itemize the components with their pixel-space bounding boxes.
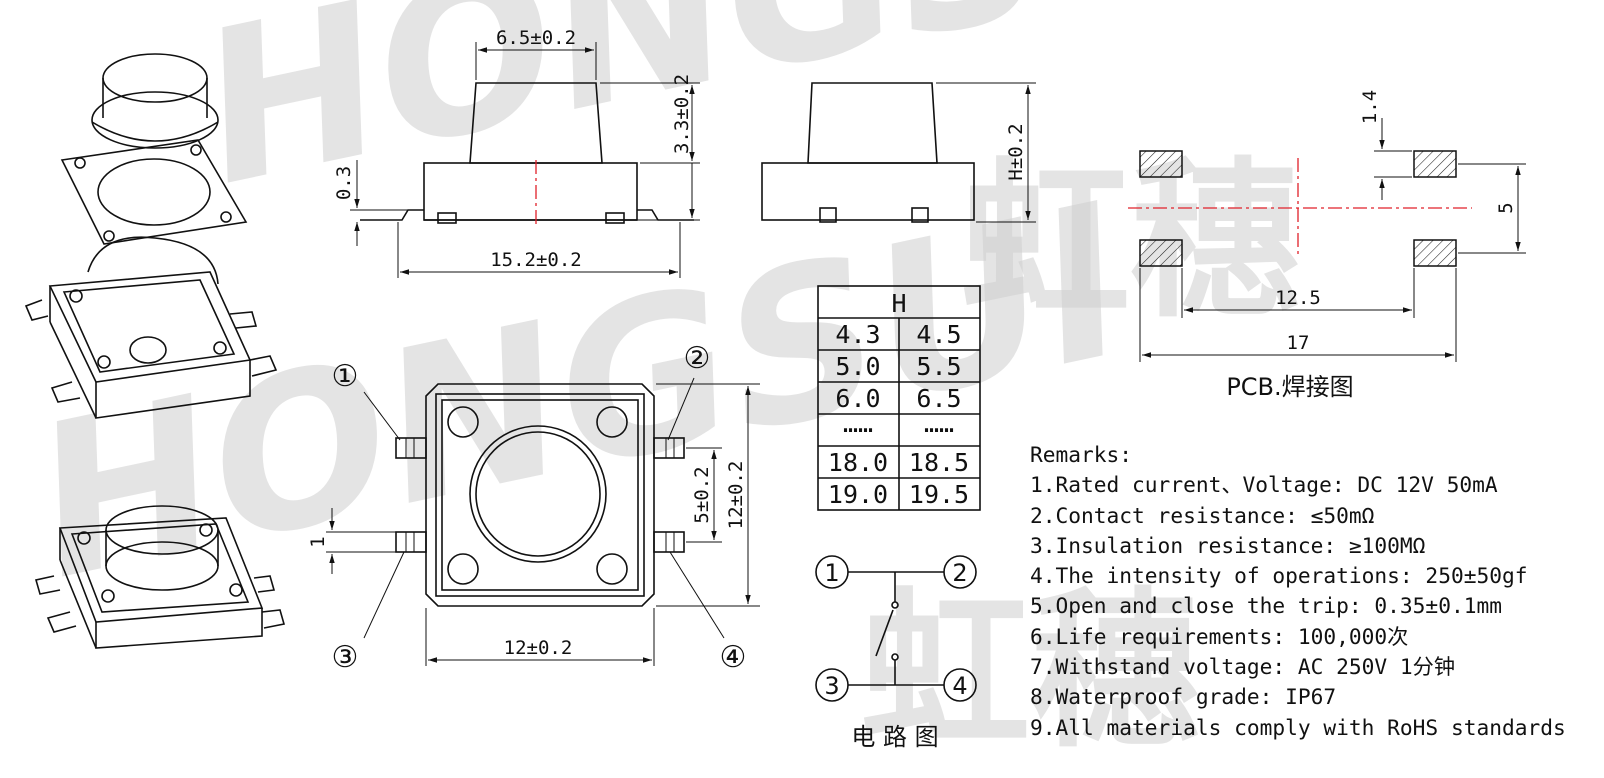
remark-item: 3.Insulation resistance: ≥100MΩ [1030,532,1426,558]
remark-item: 5.Open and close the trip: 0.35±0.1mm [1030,593,1502,619]
table-cell: 4.3 [835,320,880,349]
exploded-view-illustration [24,53,286,649]
pcb-dim-outer-span: 17 [1287,332,1310,354]
circuit-node-2: 2 [952,559,967,587]
circuit-caption: 电 路 图 [851,723,938,751]
pcb-layout: 1.4 5 12.5 17 PCB.焊接图 [1128,90,1526,401]
dim-total-width: 15.2±0.2 [490,249,582,271]
table-cell: 5.5 [916,352,961,381]
table-cell: 4.5 [916,320,961,349]
table-cell: 18.0 [828,448,888,477]
dim-body-width: 12±0.2 [504,637,573,659]
table-cell: 18.5 [909,448,969,477]
remark-item: 6.Life requirements: 100,000次 [1030,623,1409,649]
side-view: 6.5±0.2 3.3±0.2 0.3 15.2±0.2 [333,27,700,278]
dim-cap-height: 3.3±0.2 [671,74,693,154]
remark-item: 7.Withstand voltage: AC 250V 1分钟 [1030,654,1456,680]
dim-height: H±0.2 [1005,123,1027,180]
table-cell: 19.0 [828,480,888,509]
dim-top-width: 6.5±0.2 [496,27,576,49]
table-cell: 6.5 [916,384,961,413]
circuit-node-3: 3 [824,672,839,700]
table-cell: …… [924,409,954,438]
table-cell: 19.5 [909,480,969,509]
pin-label-1: ① [332,359,359,394]
circuit-node-4: 4 [952,672,967,700]
remark-item: 2.Contact resistance: ≤50mΩ [1030,502,1375,528]
pin-label-2: ② [684,341,711,376]
pcb-dim-pad-height: 1.4 [1359,90,1381,124]
remark-item: 9.All materials comply with RoHS standar… [1030,714,1566,740]
pcb-dim-inner-span: 12.5 [1275,287,1321,309]
pin-label-3: ③ [332,640,359,675]
remark-item: 8.Waterproof grade: IP67 [1030,684,1337,710]
dim-body-height: 12±0.2 [725,461,747,530]
remarks-block: Remarks: 1.Rated current、Voltage: DC 12V… [1030,440,1595,743]
table-cell: 5.0 [835,352,880,381]
circuit-diagram: 1 2 3 4 电 路 图 [815,555,977,751]
pin-label-4: ④ [720,640,747,675]
table-header: H [891,289,906,318]
table-cell: 6.0 [835,384,880,413]
dim-lead-offset: 0.3 [333,166,355,200]
pcb-caption: PCB.焊接图 [1226,373,1353,401]
dim-pin-pitch: 5±0.2 [691,466,713,523]
remarks-title: Remarks: [1030,442,1133,467]
dim-lead-width: 1 [307,536,329,547]
pcb-dim-pitch: 5 [1495,202,1517,213]
height-table: H 4.3 4.5 5.0 5.5 6.0 6.5 …… …… 18.0 18.… [817,285,981,511]
table-cell: …… [843,409,873,438]
circuit-node-1: 1 [824,559,839,587]
watermark-chinese-bottom: 虹穗 [860,573,1200,771]
remark-item: 4.The intensity of operations: 250±50gf [1030,563,1528,589]
remark-item: 1.Rated current、Voltage: DC 12V 50mA [1030,472,1498,498]
front-view: H±0.2 [761,82,1036,223]
top-view: ① ② ③ ④ 12±0.2 12±0.2 5±0.2 1 [307,341,760,675]
